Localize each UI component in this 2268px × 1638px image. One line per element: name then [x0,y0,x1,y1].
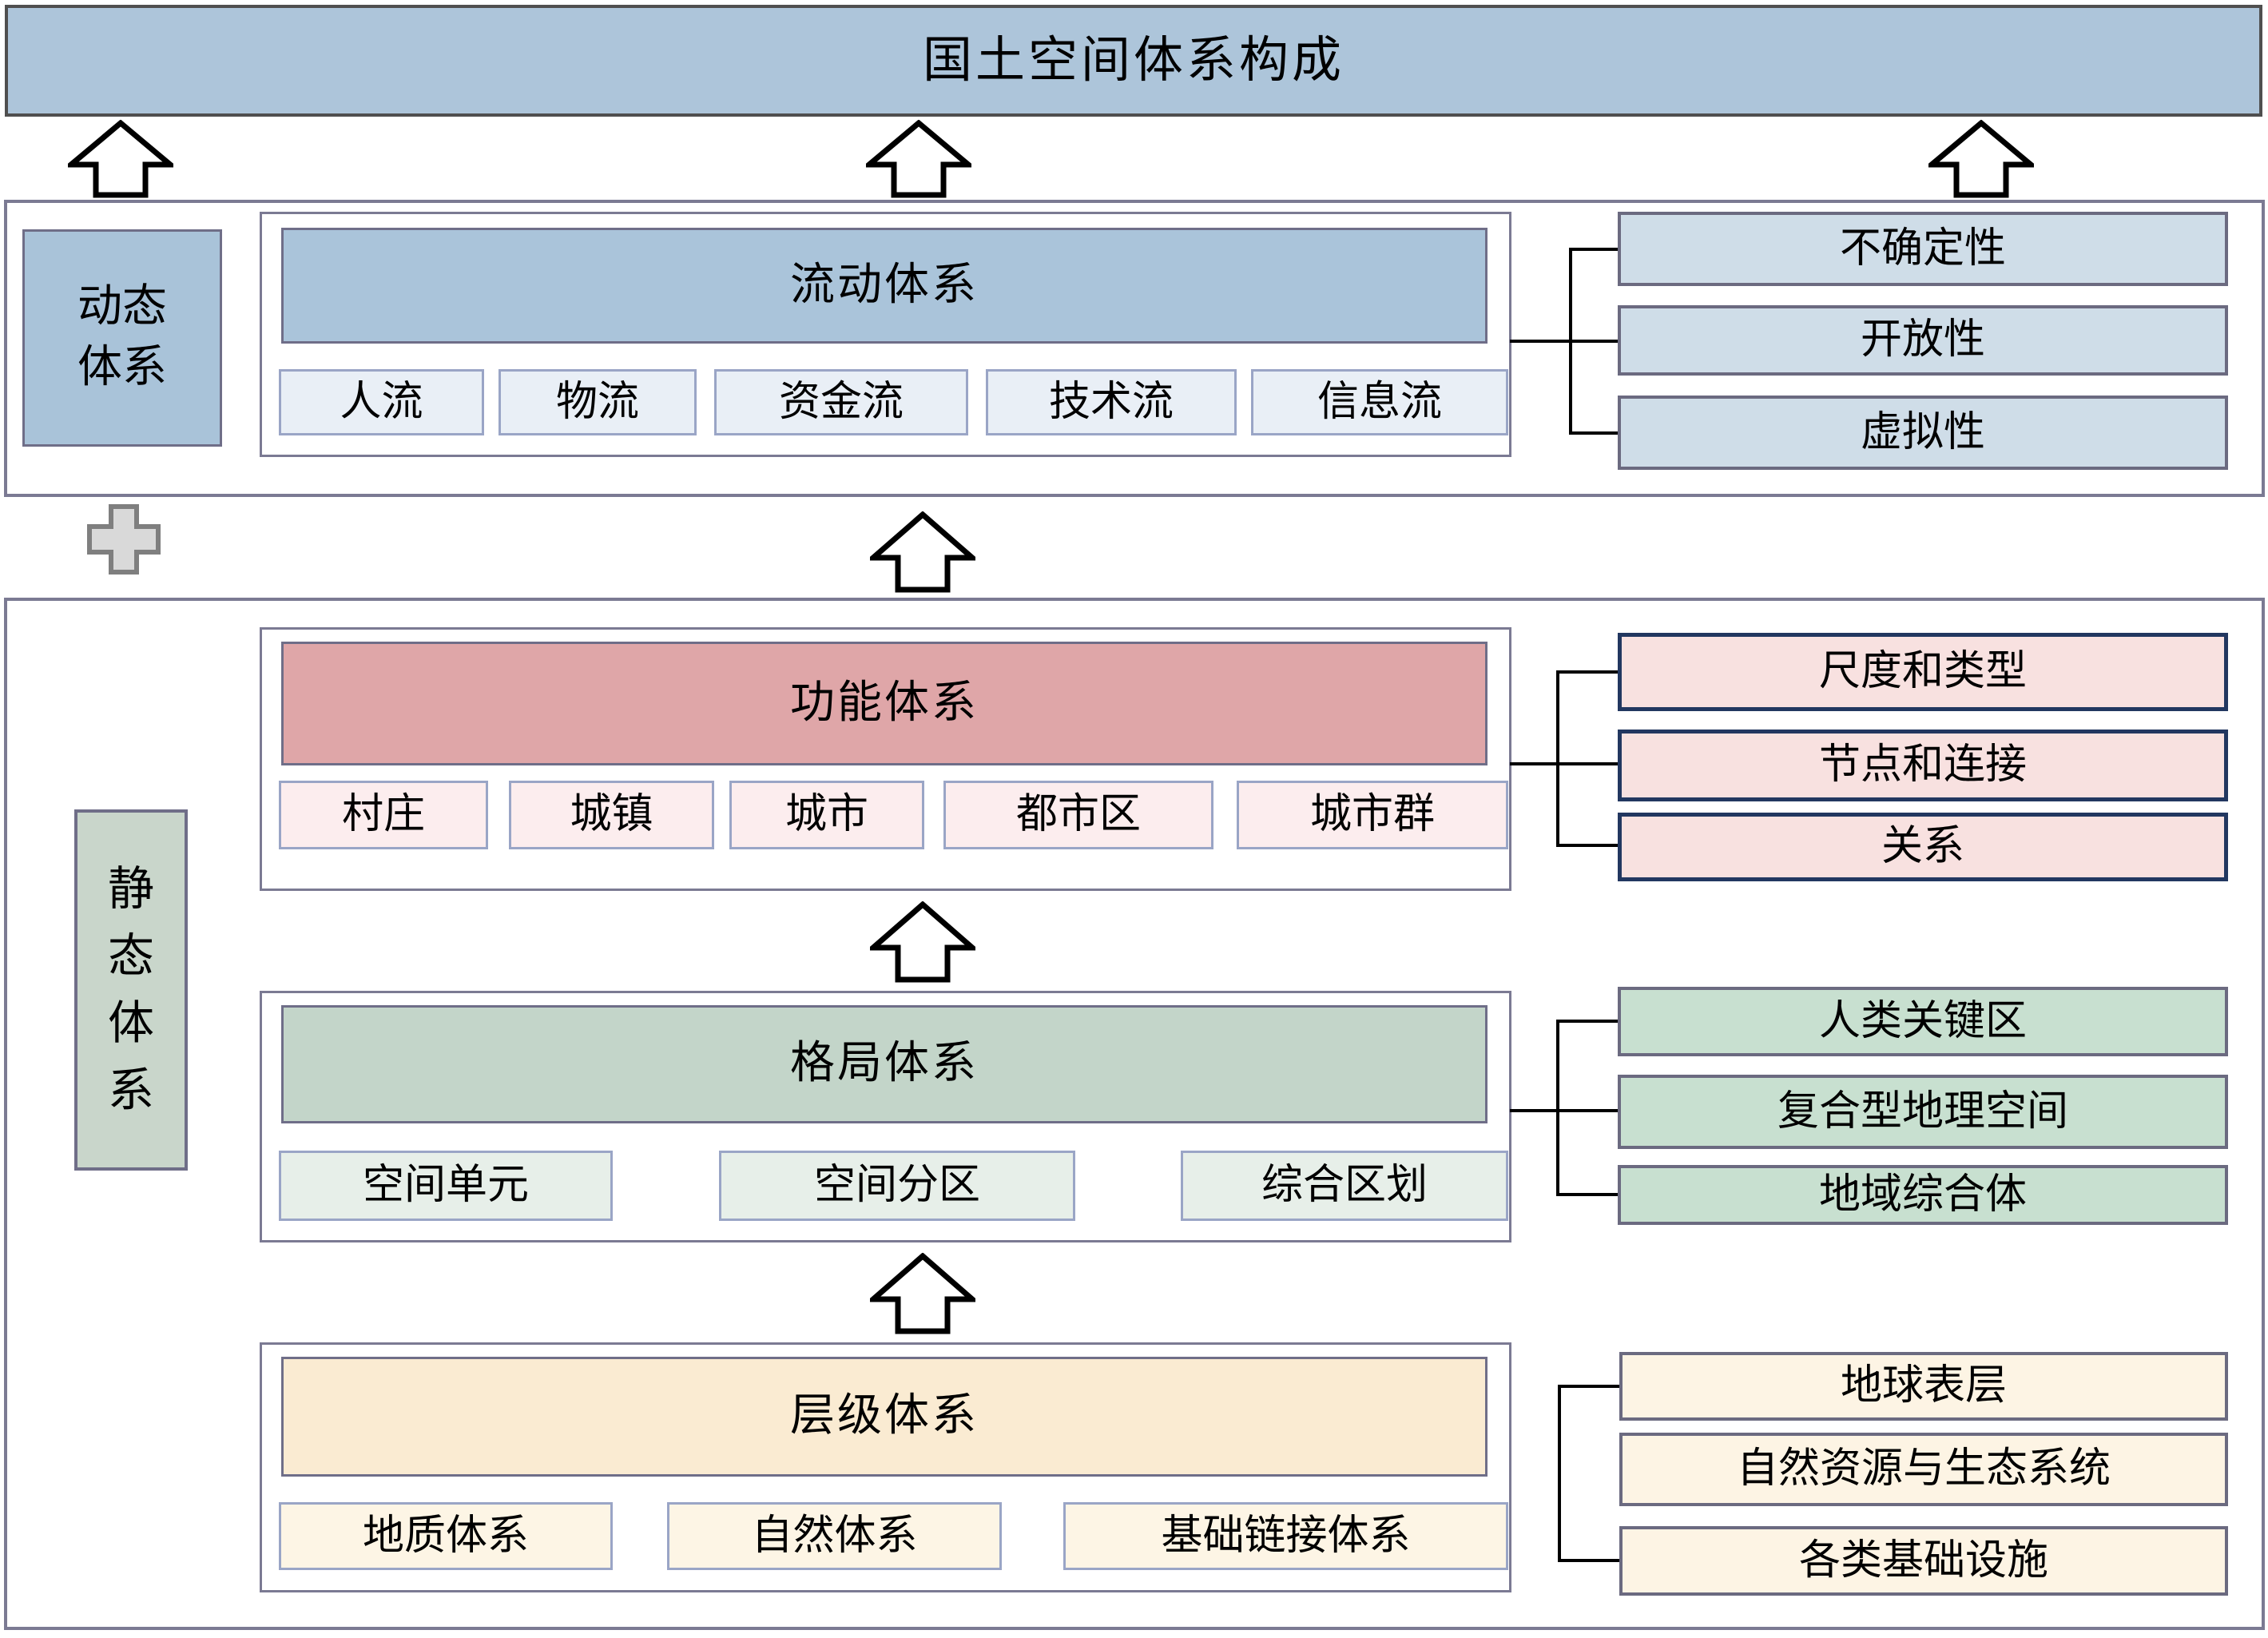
diagram-title-banner: 国土空间体系构成 [5,5,2262,117]
connector-line [1556,1020,1559,1196]
hierarchy-item-basic-link-system: 基础链接体系 [1063,1502,1508,1570]
flow-system-title: 流动体系 [790,260,979,310]
hierarchy-item-natural-system: 自然体系 [667,1502,1002,1570]
connector-line [1510,340,1618,343]
static-system-label: 静态体系 [107,862,154,1117]
function-item-label: 都市区 [1015,792,1141,838]
dynamic-system-label: 动态体系 [77,282,167,392]
attribute-label: 复合型地理空间 [1777,1088,2068,1135]
attribute-label: 地球表层 [1840,1363,2007,1409]
hierarchy-attribute-infrastructure: 各类基础设施 [1619,1526,2228,1596]
connector-line [1558,1385,1561,1562]
function-item-label: 城镇 [570,792,653,838]
function-attribute-scale-type: 尺度和类型 [1618,633,2228,711]
hierarchy-attribute-earth-surface: 地球表层 [1619,1352,2228,1421]
function-item-label: 村庄 [341,792,425,838]
attribute-label: 节点和连接 [1818,742,2027,789]
pattern-system-title: 格局体系 [790,1039,979,1089]
flow-item-label: 资金流 [778,379,904,425]
flow-item-label: 物流 [555,379,639,425]
attribute-label: 开放性 [1860,317,1985,364]
function-item-label: 城市群 [1309,792,1435,838]
diagram-title: 国土空间体系构成 [922,33,1345,88]
pattern-item-label: 空间单元 [362,1163,529,1209]
attribute-label: 自然资源与生态系统 [1736,1446,2111,1493]
static-system-label-box: 静态体系 [74,809,188,1171]
connector-line [1556,670,1618,674]
flow-item-people: 人流 [279,369,484,435]
plus-icon [87,504,161,574]
hierarchy-item-label: 基础链接体系 [1161,1513,1411,1559]
pattern-attribute-regional-complex: 地域综合体 [1618,1165,2228,1225]
hierarchy-item-label: 地质体系 [362,1513,529,1559]
flow-item-label: 信息流 [1317,379,1442,425]
attribute-label: 尺度和类型 [1818,649,2027,695]
dynamic-attribute-uncertainty: 不确定性 [1618,212,2228,286]
connector-line [1556,670,1559,847]
hierarchy-system-title-bar: 层级体系 [281,1357,1488,1477]
connector-line [1556,844,1618,847]
hierarchy-item-label: 自然体系 [751,1513,918,1559]
connector-line [1558,1559,1619,1562]
connector-line [1569,248,1618,251]
function-system-title: 功能体系 [790,678,979,728]
hierarchy-system-title: 层级体系 [790,1391,979,1441]
attribute-label: 关系 [1881,824,1964,870]
function-item-urban-agglomeration: 城市群 [1237,781,1508,849]
up-arrow-icon [870,1253,975,1334]
connector-line [1556,1193,1618,1196]
pattern-attribute-composite-geo-space: 复合型地理空间 [1618,1075,2228,1149]
connector-line [1556,1020,1618,1023]
connector-line [1569,431,1618,435]
pattern-item-label: 综合区划 [1261,1163,1428,1209]
connector-line [1569,248,1572,435]
up-arrow-icon [870,511,975,593]
flow-system-title-bar: 流动体系 [281,228,1488,344]
function-system-title-bar: 功能体系 [281,642,1488,765]
attribute-label: 各类基础设施 [1798,1537,2048,1584]
pattern-item-label: 空间分区 [813,1163,980,1209]
flow-item-label: 技术流 [1048,379,1174,425]
flow-item-label: 人流 [340,379,423,425]
attribute-label: 地域综合体 [1818,1171,2027,1218]
function-attribute-relations: 关系 [1618,813,2228,881]
dynamic-attribute-openness: 开放性 [1618,305,2228,376]
flow-item-technology: 技术流 [986,369,1237,435]
attribute-label: 虚拟性 [1860,409,1985,455]
function-item-village: 村庄 [279,781,488,849]
connector-line [1510,1109,1618,1112]
dynamic-system-label-box: 动态体系 [22,229,222,447]
attribute-label: 人类关键区 [1818,998,2027,1044]
function-item-city: 城市 [729,781,924,849]
up-arrow-icon [1928,120,2034,198]
attribute-label: 不确定性 [1839,225,2006,272]
pattern-item-comprehensive-regionalization: 综合区划 [1181,1151,1508,1221]
flow-item-information: 信息流 [1251,369,1508,435]
function-item-metropolitan-area: 都市区 [943,781,1213,849]
up-arrow-icon [68,120,173,198]
up-arrow-icon [866,120,971,198]
hierarchy-attribute-natural-resources-ecosystem: 自然资源与生态系统 [1619,1433,2228,1506]
function-item-town: 城镇 [509,781,714,849]
connector-line [1558,1385,1619,1388]
flow-item-goods: 物流 [498,369,697,435]
pattern-attribute-human-critical-zone: 人类关键区 [1618,987,2228,1056]
up-arrow-icon [870,901,975,983]
pattern-system-title-bar: 格局体系 [281,1005,1488,1123]
connector-line [1510,762,1618,765]
pattern-item-spatial-zoning: 空间分区 [719,1151,1075,1221]
hierarchy-item-geological-system: 地质体系 [279,1502,613,1570]
flow-item-capital: 资金流 [714,369,968,435]
function-attribute-nodes-links: 节点和连接 [1618,730,2228,801]
function-item-label: 城市 [784,792,868,838]
pattern-item-spatial-unit: 空间单元 [279,1151,613,1221]
dynamic-attribute-virtuality: 虚拟性 [1618,396,2228,470]
